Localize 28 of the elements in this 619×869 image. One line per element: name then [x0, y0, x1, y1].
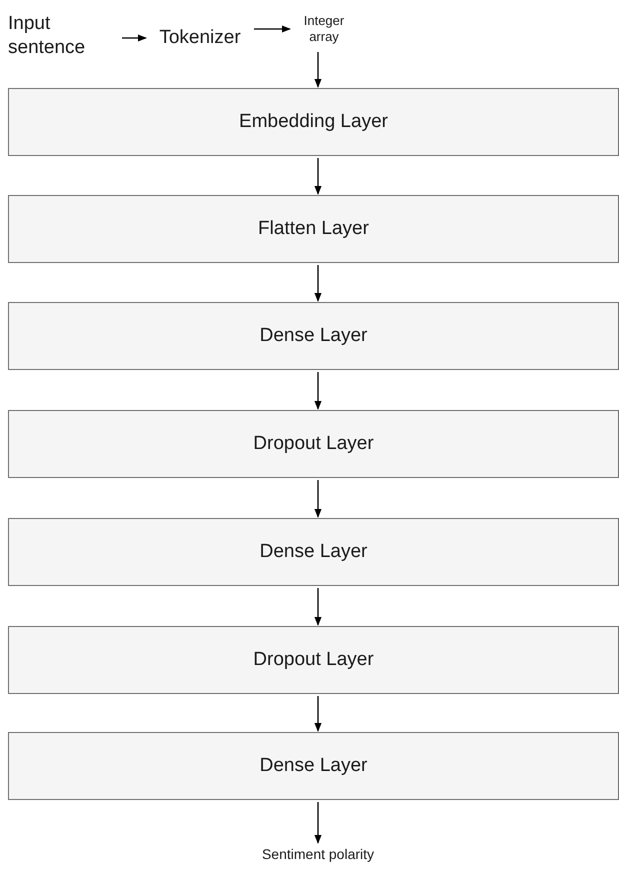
- layer-box: [8, 195, 619, 263]
- layer-label: Dropout Layer: [253, 648, 374, 672]
- flow-label: Input sentence: [8, 12, 86, 60]
- layer-box: [8, 410, 619, 478]
- layer-label: Dense Layer: [260, 324, 368, 348]
- layer-label: Embedding Layer: [239, 110, 388, 134]
- arrow: [314, 158, 322, 195]
- layer-box: [8, 302, 619, 370]
- layer-label: Dense Layer: [260, 754, 368, 778]
- arrow: [314, 480, 322, 518]
- layer-label: Flatten Layer: [258, 217, 369, 241]
- flow-label: Integer array: [302, 12, 346, 46]
- arrow: [314, 265, 322, 302]
- arrow: [254, 25, 291, 33]
- arrow: [314, 588, 322, 626]
- layer-label: Dropout Layer: [253, 432, 374, 456]
- layer-box: [8, 732, 619, 800]
- layer-box: [8, 88, 619, 156]
- layer-box: [8, 626, 619, 694]
- arrow: [122, 34, 147, 42]
- arrow: [314, 696, 322, 732]
- arrow: [314, 802, 322, 844]
- layer-box: [8, 518, 619, 586]
- layer-label: Dense Layer: [260, 540, 368, 564]
- flow-label: Sentiment polarity: [262, 846, 374, 864]
- flow-label: Tokenizer: [159, 26, 241, 50]
- arrow: [314, 372, 322, 410]
- arrow: [314, 52, 322, 88]
